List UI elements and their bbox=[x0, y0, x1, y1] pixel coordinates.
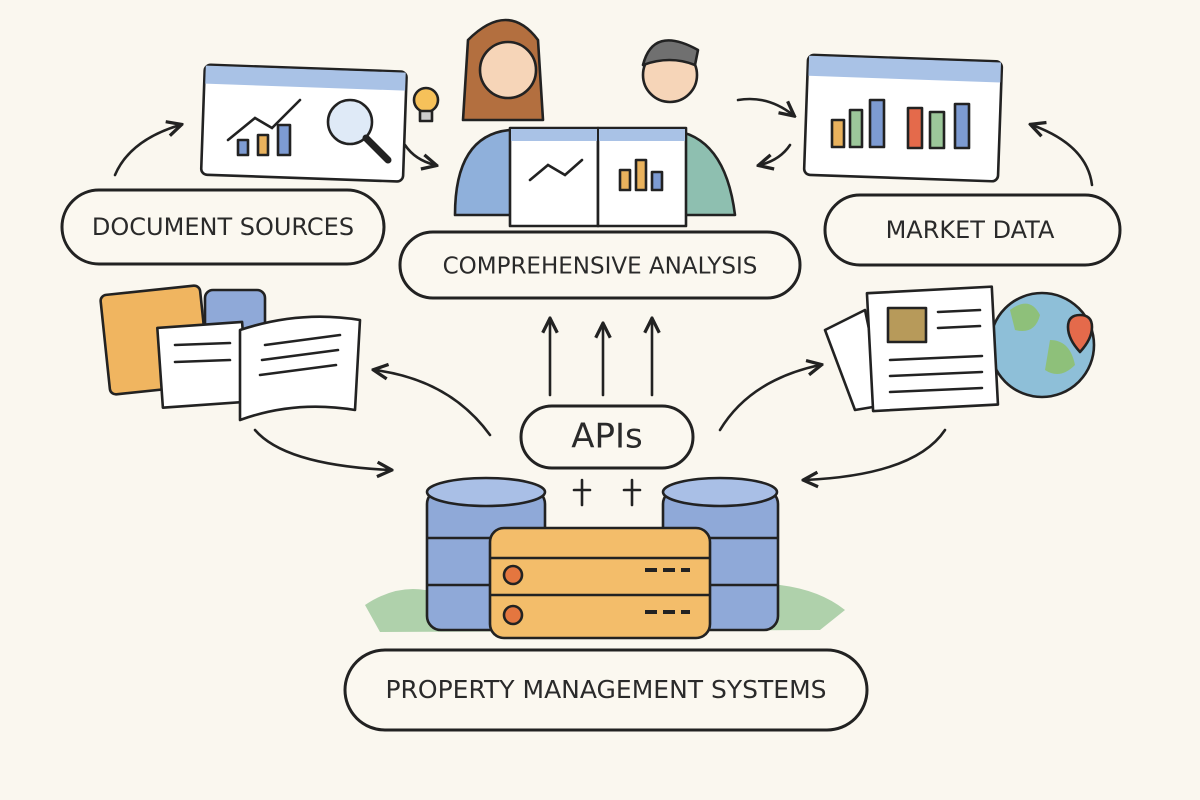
flow-arrows bbox=[113, 97, 1094, 507]
node-property-management-systems: PROPERTY MANAGEMENT SYSTEMS bbox=[343, 648, 869, 732]
connector-marks bbox=[572, 478, 642, 507]
newspaper-globe-icon bbox=[823, 285, 1096, 413]
market-data-label: MARKET DATA bbox=[886, 216, 1055, 244]
document-sources-label: DOCUMENT SOURCES bbox=[92, 213, 354, 241]
arrow-to-market bbox=[718, 365, 820, 432]
arrow-market-to-db bbox=[805, 428, 947, 480]
server-icon bbox=[488, 526, 712, 640]
node-comprehensive-analysis: COMPREHENSIVE ANALYSIS bbox=[398, 230, 802, 300]
arrow-to-market-chart bbox=[736, 97, 793, 115]
arrow-to-documents bbox=[375, 370, 492, 437]
browser-bar-chart-icon bbox=[802, 53, 1004, 183]
property-management-systems-label: PROPERTY MANAGEMENT SYSTEMS bbox=[385, 675, 826, 704]
node-apis: APIs bbox=[519, 404, 695, 470]
lightbulb-icon bbox=[412, 86, 440, 123]
arrow-from-market-chart bbox=[760, 143, 792, 165]
node-document-sources: DOCUMENT SOURCES bbox=[60, 188, 386, 266]
people-reading-report-icon bbox=[453, 18, 737, 228]
arrow-to-analysis bbox=[403, 143, 435, 165]
node-market-data: MARKET DATA bbox=[823, 193, 1122, 267]
comprehensive-analysis-label: COMPREHENSIVE ANALYSIS bbox=[443, 254, 758, 280]
folders-documents-icon bbox=[99, 284, 362, 422]
apis-label: APIs bbox=[571, 417, 643, 457]
arrow-documents-to-db bbox=[253, 428, 390, 470]
browser-chart-magnifier-icon bbox=[199, 63, 408, 183]
arrow-to-browser bbox=[113, 125, 180, 177]
arrow-market-up bbox=[1032, 125, 1094, 187]
